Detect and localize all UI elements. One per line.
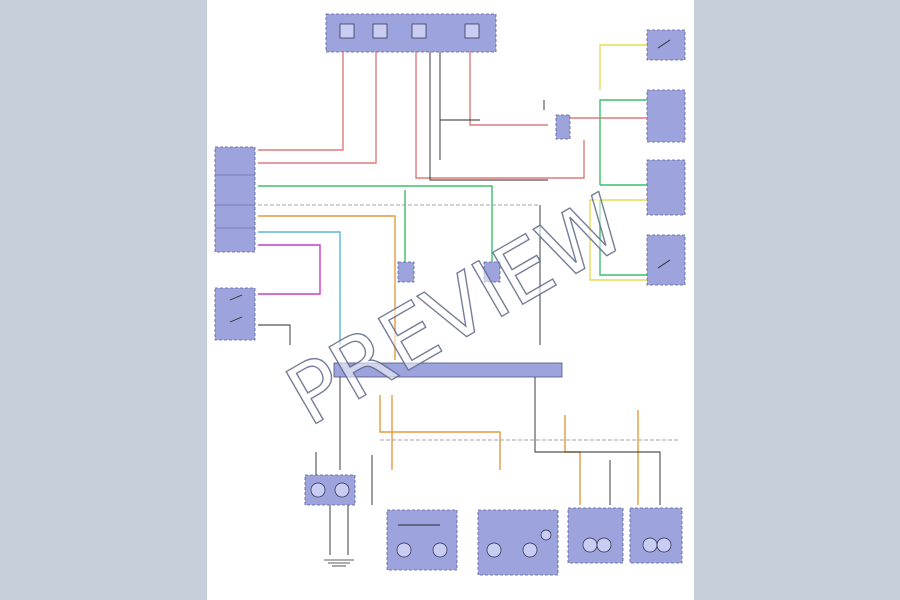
right-switch-top <box>646 29 686 61</box>
yellow-wires <box>589 44 647 281</box>
center-connector <box>555 114 571 140</box>
lamp-assembly-left <box>304 474 356 506</box>
junction-block <box>333 362 563 378</box>
right-module-2 <box>646 159 686 216</box>
body-control-module <box>214 146 256 253</box>
courtesy-lamp-left <box>567 507 624 564</box>
right-module-1 <box>646 89 686 143</box>
center-switch-left <box>397 261 415 283</box>
ground-symbol <box>324 559 354 567</box>
front-door-lamp <box>386 509 458 571</box>
magenta-wire <box>258 244 321 295</box>
fuse-block <box>325 13 497 53</box>
orange-wires <box>258 215 639 505</box>
green-wires <box>258 99 647 276</box>
lamp-switch <box>214 287 256 341</box>
blue-wire <box>258 231 341 345</box>
red-wires <box>258 52 647 179</box>
rear-door-lamp <box>477 509 559 576</box>
black-wires <box>258 52 661 555</box>
courtesy-lamp-right <box>629 507 683 564</box>
right-switch-bottom <box>646 234 686 286</box>
